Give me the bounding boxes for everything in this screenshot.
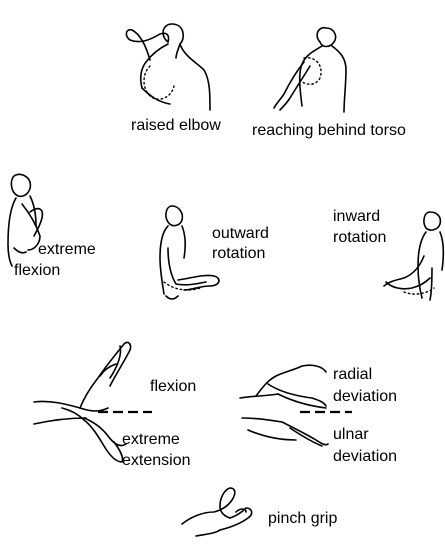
label-radial-deviation-line1: radial <box>333 366 372 384</box>
label-extreme-flexion-line1: extreme <box>38 241 96 259</box>
label-extreme-extension-line2: extension <box>122 452 191 470</box>
label-reaching-behind-torso: reaching behind torso <box>252 122 406 140</box>
reaching-behind-torso-figure <box>274 28 346 112</box>
label-pinch-grip: pinch grip <box>268 510 337 528</box>
raised-elbow-figure <box>126 24 210 110</box>
pinch-grip-figure <box>182 488 252 536</box>
label-raised-elbow: raised elbow <box>131 117 221 135</box>
label-radial-deviation-line2: deviation <box>333 388 397 406</box>
outward-rotation-figure <box>160 206 219 299</box>
label-extreme-extension-line1: extreme <box>122 431 180 449</box>
label-outward-rotation-line1: outward <box>212 225 269 243</box>
label-ulnar-deviation-line1: ulnar <box>333 426 369 444</box>
label-wrist-flexion: flexion <box>150 378 196 396</box>
label-inward-rotation-line1: inward <box>333 208 380 226</box>
label-extreme-flexion-line2: flexion <box>14 262 60 280</box>
label-outward-rotation-line2: rotation <box>212 245 265 263</box>
label-ulnar-deviation-line2: deviation <box>333 448 397 466</box>
label-inward-rotation-line2: rotation <box>333 229 386 247</box>
inward-rotation-figure <box>384 212 443 300</box>
